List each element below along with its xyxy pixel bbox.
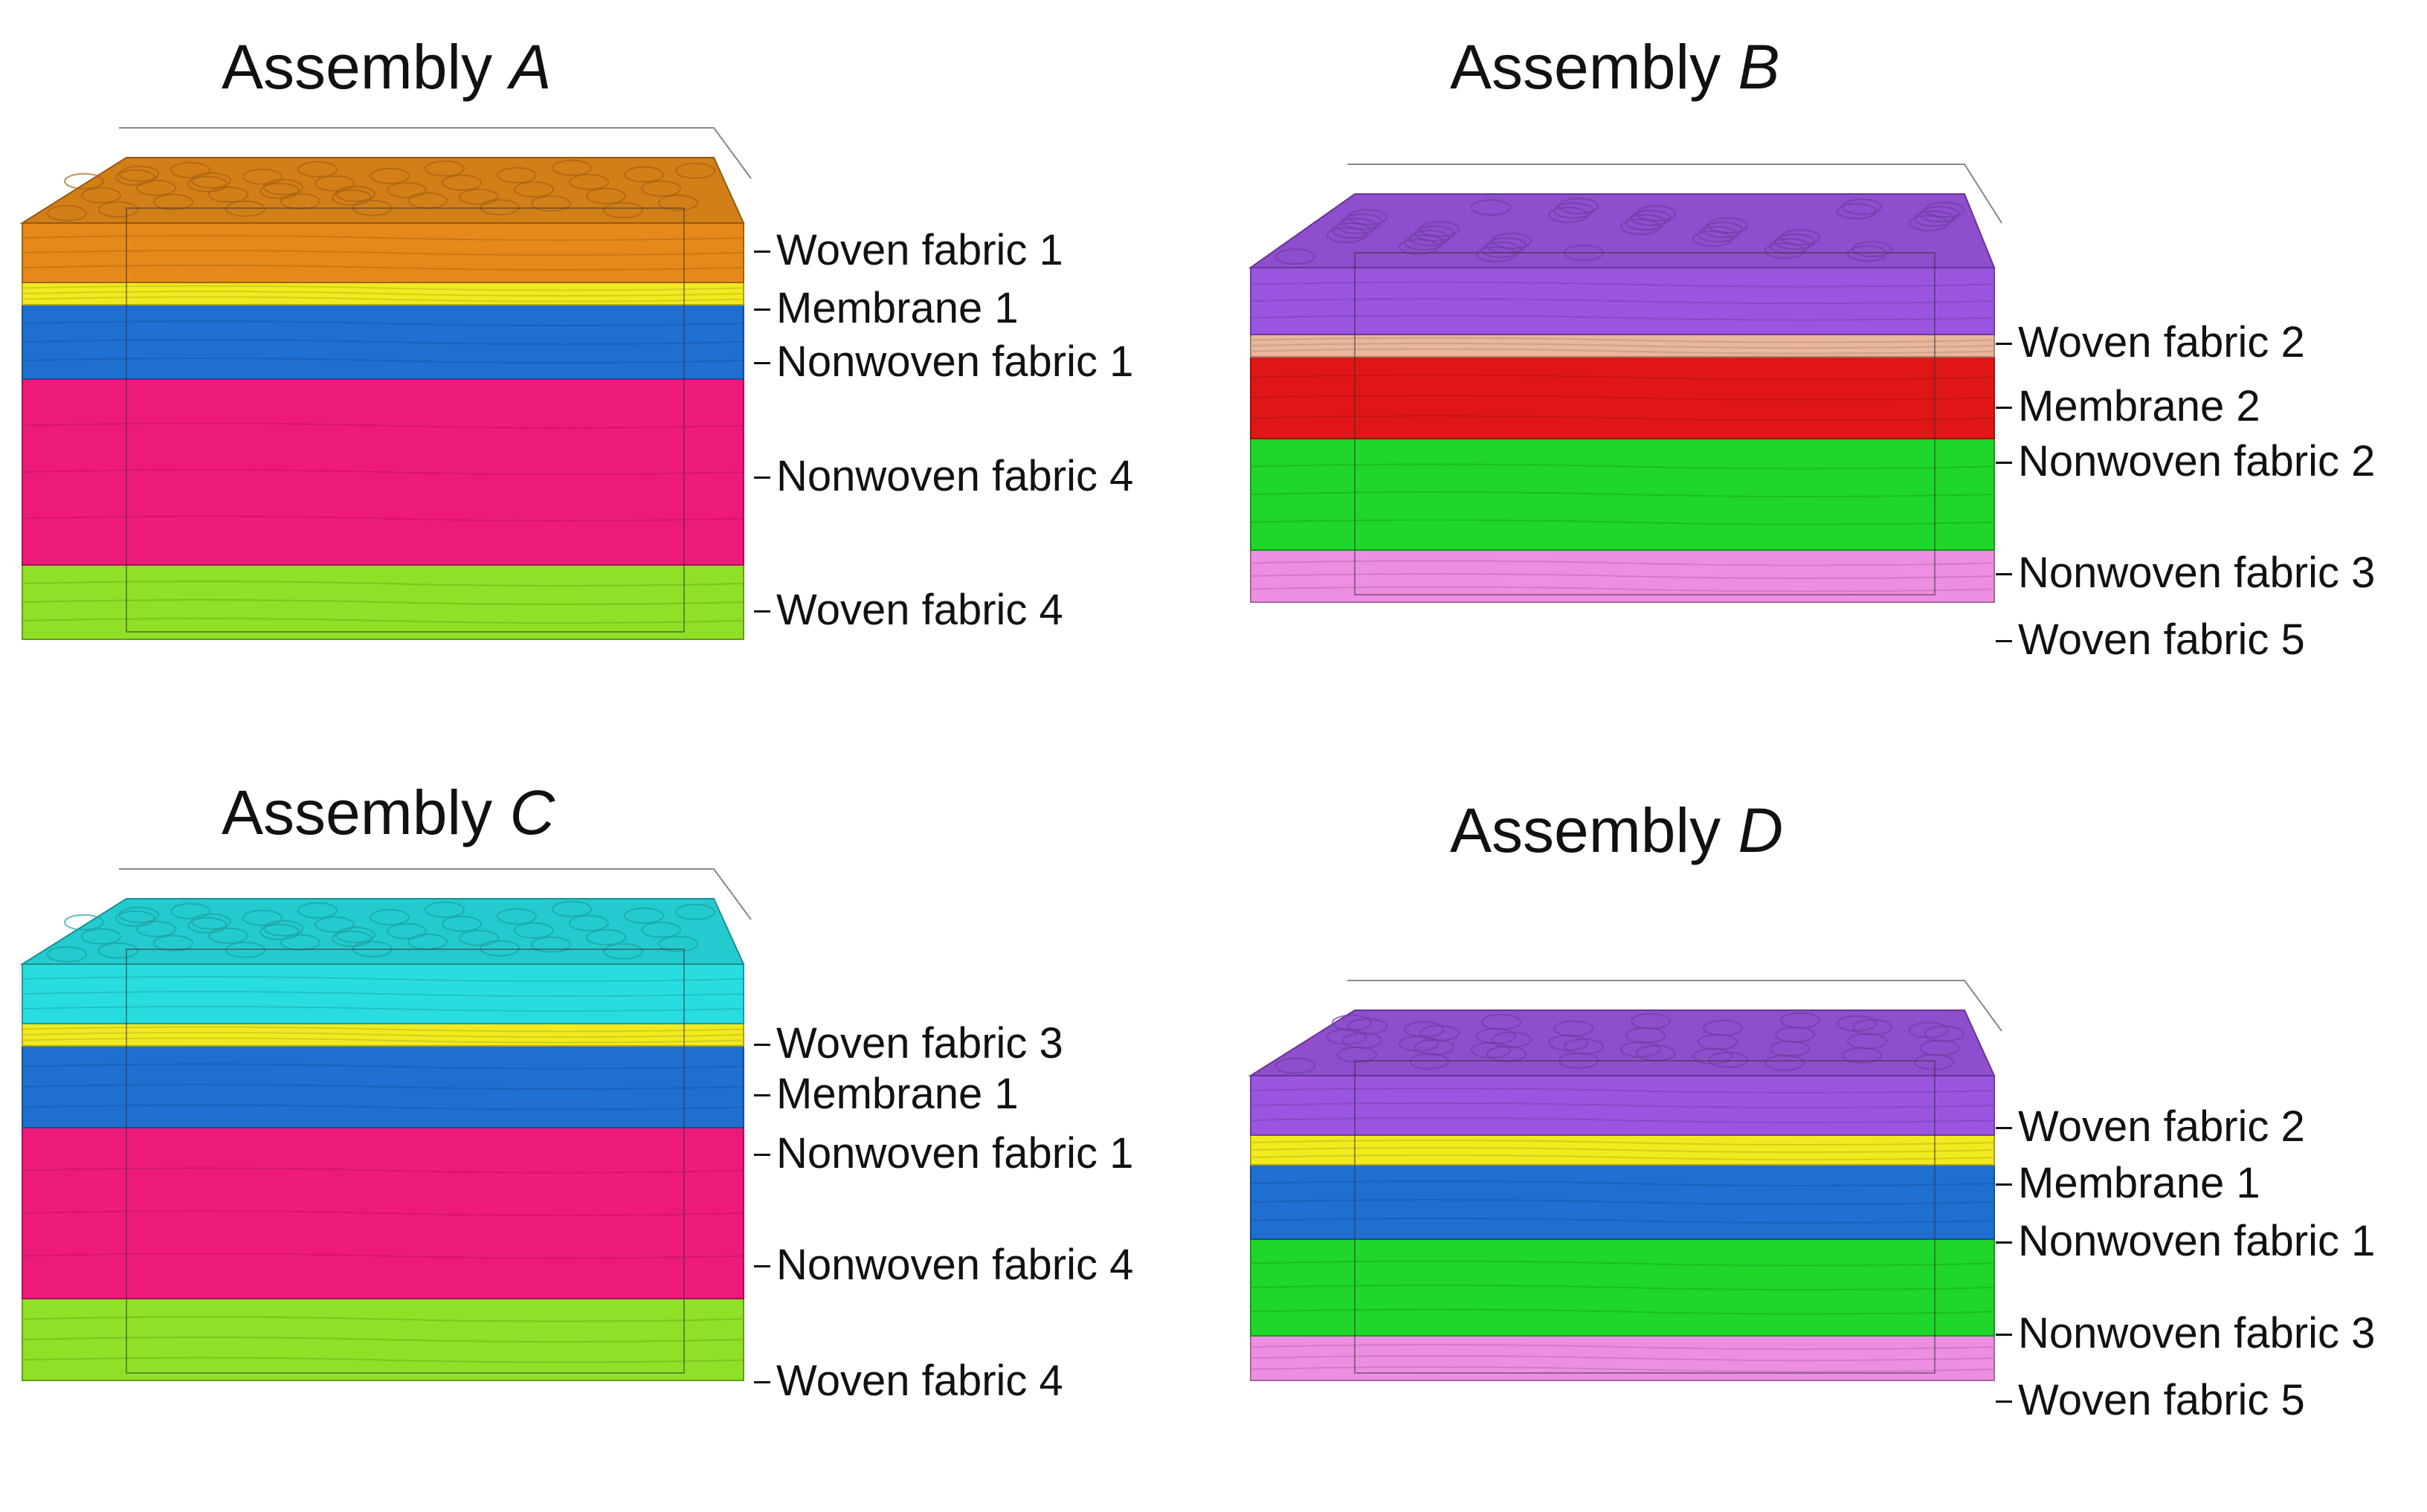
assembly-a-title: Assembly A <box>222 31 551 103</box>
assembly-b-layer-label-1: Woven fabric 2 <box>1996 321 2305 364</box>
assembly-c-layer-5 <box>22 1298 744 1381</box>
assembly-a-layer-3-text: Nonwoven fabric 1 <box>776 337 1134 386</box>
assembly-d-panel: Assembly D Woven fabric 2 Membrane 1 Non… <box>1214 756 2427 1512</box>
assembly-c-layer-2 <box>22 1023 744 1047</box>
assembly-c-layer-4-text: Nonwoven fabric 4 <box>776 1241 1134 1289</box>
assembly-c-layer-label-2: Membrane 1 <box>754 1073 1019 1116</box>
assembly-b-panel: Assembly B Woven fabric 2 Membrane 2 Non… <box>1214 0 2427 756</box>
assembly-b-layer-label-4: Nonwoven fabric 3 <box>1996 552 2375 595</box>
assembly-d-layer-3-text: Nonwoven fabric 1 <box>2018 1217 2376 1265</box>
assembly-b-layer-4 <box>1250 438 1995 551</box>
assembly-d-layer-label-4: Nonwoven fabric 3 <box>1996 1312 2375 1355</box>
assembly-c-frame <box>126 949 685 1374</box>
assembly-b-layer-3-text: Nonwoven fabric 2 <box>2018 437 2376 485</box>
assembly-c-layer-stack <box>19 868 752 1381</box>
assembly-d-layer-2-text: Membrane 1 <box>2018 1159 2260 1207</box>
assembly-c-title-prefix: Assembly <box>222 778 510 847</box>
assembly-b-layer-label-2: Membrane 2 <box>1996 385 2260 428</box>
assembly-b-title: Assembly B <box>1450 31 1779 103</box>
assembly-a-layer-4 <box>22 378 744 566</box>
assembly-a-layer-3 <box>22 304 744 380</box>
assembly-d-layer-label-3: Nonwoven fabric 1 <box>1996 1220 2375 1263</box>
assembly-b-layer-4-text: Nonwoven fabric 3 <box>2018 549 2376 597</box>
assembly-b-frame <box>1354 252 1936 595</box>
assembly-d-layer-label-5: Woven fabric 5 <box>1996 1379 2305 1422</box>
assembly-c-layer-label-5: Woven fabric 4 <box>754 1360 1063 1403</box>
assembly-a-layer-2 <box>22 282 744 306</box>
assembly-a-layer-5 <box>22 564 744 640</box>
assembly-b-title-letter: B <box>1738 32 1780 102</box>
assembly-b-layer-5 <box>1250 549 1995 603</box>
assembly-b-layer-1-text: Woven fabric 2 <box>2018 318 2305 366</box>
assembly-b-bounding-box <box>1347 164 2002 224</box>
assembly-a-layer-stack <box>19 127 752 640</box>
assembly-a-layer-4-text: Nonwoven fabric 4 <box>776 452 1134 500</box>
assembly-c-layer-1-text: Woven fabric 3 <box>776 1019 1063 1067</box>
assembly-d-layer-1-text: Woven fabric 2 <box>2018 1102 2305 1151</box>
assembly-d-title-letter: D <box>1738 795 1784 865</box>
assembly-b-layer-2 <box>1250 334 1995 358</box>
assembly-d-layer-label-2: Membrane 1 <box>1996 1162 2260 1205</box>
assembly-b-layer-1 <box>1248 193 1996 335</box>
assembly-a-layer-label-4: Nonwoven fabric 4 <box>754 455 1133 498</box>
assembly-c-layer-1 <box>19 898 745 1024</box>
assembly-d-layer-3 <box>1250 1164 1995 1240</box>
assembly-d-layer-4 <box>1250 1238 1995 1337</box>
assembly-d-layer-4-text: Nonwoven fabric 3 <box>2018 1309 2376 1357</box>
assembly-c-title-letter: C <box>509 778 555 847</box>
assembly-c-layer-5-text: Woven fabric 4 <box>776 1357 1063 1405</box>
assembly-d-bounding-box <box>1347 980 2002 1032</box>
assembly-b-layer-label-3: Nonwoven fabric 2 <box>1996 440 2375 483</box>
assembly-c-panel: Assembly C Woven fabric 3 Membrane 1 Non… <box>0 756 1214 1512</box>
assembly-c-layer-3 <box>22 1045 744 1128</box>
assembly-a-layer-label-1: Woven fabric 1 <box>754 229 1063 272</box>
assembly-d-layer-1 <box>1248 1009 1996 1136</box>
assembly-a-panel: Assembly A Woven fabric 1 Membrane 1 Non… <box>0 0 1214 756</box>
assembly-a-layer-5-text: Woven fabric 4 <box>776 586 1063 634</box>
assembly-d-layer-2 <box>1250 1134 1995 1166</box>
assembly-b-layer-label-5: Woven fabric 5 <box>1996 618 2305 662</box>
assembly-c-layer-label-4: Nonwoven fabric 4 <box>754 1244 1133 1287</box>
assembly-a-layer-1-text: Woven fabric 1 <box>776 226 1063 274</box>
assembly-a-bounding-box <box>119 127 752 179</box>
assembly-a-title-prefix: Assembly <box>222 32 510 102</box>
assembly-a-title-letter: A <box>509 32 552 102</box>
assembly-d-layer-stack <box>1248 980 2002 1381</box>
assembly-c-layer-4 <box>22 1127 744 1299</box>
assembly-c-title: Assembly C <box>222 777 555 849</box>
assembly-a-frame <box>126 207 685 633</box>
assembly-a-layer-1 <box>19 157 745 283</box>
assembly-d-frame <box>1354 1060 1936 1374</box>
assembly-a-layer-2-text: Membrane 1 <box>776 284 1019 332</box>
assembly-b-layer-stack <box>1248 164 2002 603</box>
assembly-a-layer-label-2: Membrane 1 <box>754 287 1019 330</box>
assembly-b-layer-2-text: Membrane 2 <box>2018 382 2260 430</box>
assembly-b-layer-3 <box>1250 356 1995 439</box>
assembly-c-layer-2-text: Membrane 1 <box>776 1070 1019 1118</box>
assembly-d-title-prefix: Assembly <box>1450 795 1738 865</box>
assembly-c-layer-3-text: Nonwoven fabric 1 <box>776 1129 1134 1177</box>
assembly-a-layer-label-3: Nonwoven fabric 1 <box>754 340 1133 384</box>
assembly-a-layer-label-5: Woven fabric 4 <box>754 589 1063 632</box>
assembly-d-layer-label-1: Woven fabric 2 <box>1996 1105 2305 1148</box>
assembly-d-title: Assembly D <box>1450 795 1783 867</box>
assembly-c-layer-label-3: Nonwoven fabric 1 <box>754 1132 1133 1175</box>
assembly-c-bounding-box <box>119 868 752 920</box>
assembly-d-layer-5-text: Woven fabric 5 <box>2018 1376 2305 1424</box>
assembly-b-title-prefix: Assembly <box>1450 32 1738 102</box>
assembly-b-layer-5-text: Woven fabric 5 <box>2018 616 2305 664</box>
assembly-c-layer-label-1: Woven fabric 3 <box>754 1022 1063 1065</box>
assembly-d-layer-5 <box>1250 1335 1995 1381</box>
